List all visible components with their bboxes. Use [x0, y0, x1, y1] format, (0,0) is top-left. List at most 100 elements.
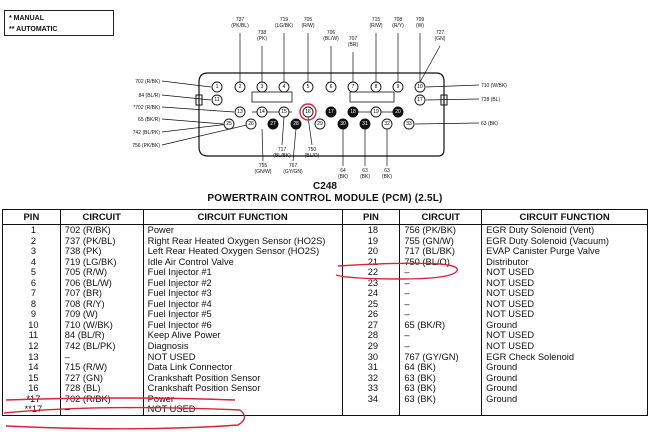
connector-pin: [278, 81, 290, 93]
cell-circuit: [399, 404, 483, 416]
cell-circuit: 728 (BL): [59, 383, 144, 394]
wire-label: 84 (BL/R): [139, 93, 161, 99]
wire-labels: 737(PK/BL)738(PK)719(LG/BK)705(R/W)706(B…: [132, 17, 507, 180]
cell-function: Ground: [481, 393, 648, 405]
pin-number: 1: [216, 84, 219, 90]
cell-function: [481, 404, 648, 416]
pin-number: 30: [340, 121, 346, 127]
cell-pin: 7: [2, 288, 61, 299]
cell-pin: 26: [341, 309, 401, 320]
cell-pin: 19: [341, 235, 401, 247]
cell-function: Ground: [481, 319, 648, 331]
table-row: **17–NOT USED: [2, 404, 648, 416]
cell-function: Power: [142, 224, 343, 236]
connector-pin: [403, 118, 415, 130]
connector-pin: [245, 118, 257, 130]
cell-function: NOT USED: [481, 288, 648, 299]
cell-circuit: 742 (BL/PK): [59, 341, 144, 352]
cell-pin: 9: [2, 309, 61, 320]
cell-pin: 1: [2, 224, 61, 236]
cell-pin: 13: [2, 351, 61, 363]
pin-number: 25: [226, 121, 232, 127]
connector-pin: [211, 94, 223, 106]
cell-function: Fuel Injector #1: [142, 267, 343, 278]
wire-label: 64: [340, 168, 346, 174]
connector-pin: [381, 118, 393, 130]
pin-number: 19: [373, 109, 379, 115]
cell-circuit: 737 (PK/BL): [59, 235, 144, 247]
legend-automatic: ** AUTOMATIC: [9, 26, 58, 33]
pin-circuit-table: PIN CIRCUIT CIRCUIT FUNCTION PIN CIRCUIT…: [2, 209, 648, 416]
cell-function: NOT USED: [481, 341, 648, 352]
cell-pin: 27: [341, 319, 401, 331]
legend-manual: * MANUAL: [9, 15, 44, 22]
cell-function: Ground: [481, 372, 648, 384]
cell-circuit: 715 (R/W): [59, 362, 144, 373]
cell-circuit: 705 (R/W): [59, 267, 144, 278]
cell-function: Power: [142, 393, 343, 405]
cell-function: Left Rear Heated Oxygen Sensor (HO2S): [142, 246, 343, 257]
cell-function: Idle Air Control Valve: [142, 256, 343, 268]
wire-label: (PK): [257, 36, 267, 42]
cell-function: EGR Duty Solenoid (Vent): [481, 224, 648, 236]
cell-circuit: 719 (LG/BK): [59, 256, 144, 268]
cell-pin: 34: [341, 393, 401, 405]
cell-circuit: –: [399, 309, 483, 320]
pin-number: 3: [261, 84, 264, 90]
cell-pin: 20: [341, 246, 401, 257]
wire-label: 706: [327, 30, 336, 36]
cell-circuit: 707 (BR): [59, 288, 144, 299]
wire-label: (BL/BK): [273, 153, 291, 159]
connector-pin: [325, 106, 337, 118]
pin-number: 29: [317, 121, 323, 127]
wire-label: 719: [280, 17, 289, 23]
pin-number: 18: [350, 109, 356, 115]
connector-pin: [347, 106, 359, 118]
cell-function: Fuel Injector #3: [142, 288, 343, 299]
cell-circuit: 63 (BK): [399, 383, 483, 394]
cell-circuit: 756 (PK/BK): [399, 224, 483, 236]
connector-pin: [392, 81, 404, 93]
cell-pin: 15: [2, 372, 61, 384]
header-pin: PIN: [2, 209, 61, 225]
wire-label: 63: [384, 168, 390, 174]
pin-number: 17: [417, 97, 423, 103]
wire-label: 728 (BL): [481, 97, 501, 103]
header-function: CIRCUIT FUNCTION: [142, 209, 343, 225]
cell-circuit: 65 (BK/R): [399, 319, 483, 331]
pin-number: 15: [281, 109, 287, 115]
leader-line: [419, 45, 441, 83]
pin-number: 20: [395, 109, 401, 115]
cell-circuit: 709 (W): [59, 309, 144, 320]
cell-function: Ground: [481, 383, 648, 394]
table-header-row: PIN CIRCUIT CIRCUIT FUNCTION PIN CIRCUIT…: [2, 209, 648, 225]
cell-pin: 12: [2, 341, 61, 352]
cell-function: Fuel Injector #6: [142, 319, 343, 331]
connector-housing: [198, 72, 445, 157]
connector-name: C248: [313, 181, 337, 192]
legend-box: * MANUAL ** AUTOMATIC: [4, 10, 114, 36]
leader-line: [161, 118, 224, 125]
connector-pin: [337, 118, 349, 130]
cell-pin: 10: [2, 319, 61, 331]
leader-line: [261, 128, 264, 162]
pin-number: 33: [406, 121, 412, 127]
cell-circuit: 706 (BL/W): [59, 277, 144, 289]
connector-pin: [370, 81, 382, 93]
cell-circuit: 727 (GN): [59, 372, 144, 384]
cell-pin: 2: [2, 235, 61, 247]
cell-pin: 22: [341, 267, 401, 278]
cell-pin: 5: [2, 267, 61, 278]
connector-pin: [211, 81, 223, 93]
wire-label: 702 (R/BK): [135, 79, 160, 85]
pin-number: 8: [375, 84, 378, 90]
cell-function: NOT USED: [481, 309, 648, 320]
cell-function: Diagnosis: [142, 341, 343, 352]
wire-label: (BL/O): [305, 153, 320, 159]
